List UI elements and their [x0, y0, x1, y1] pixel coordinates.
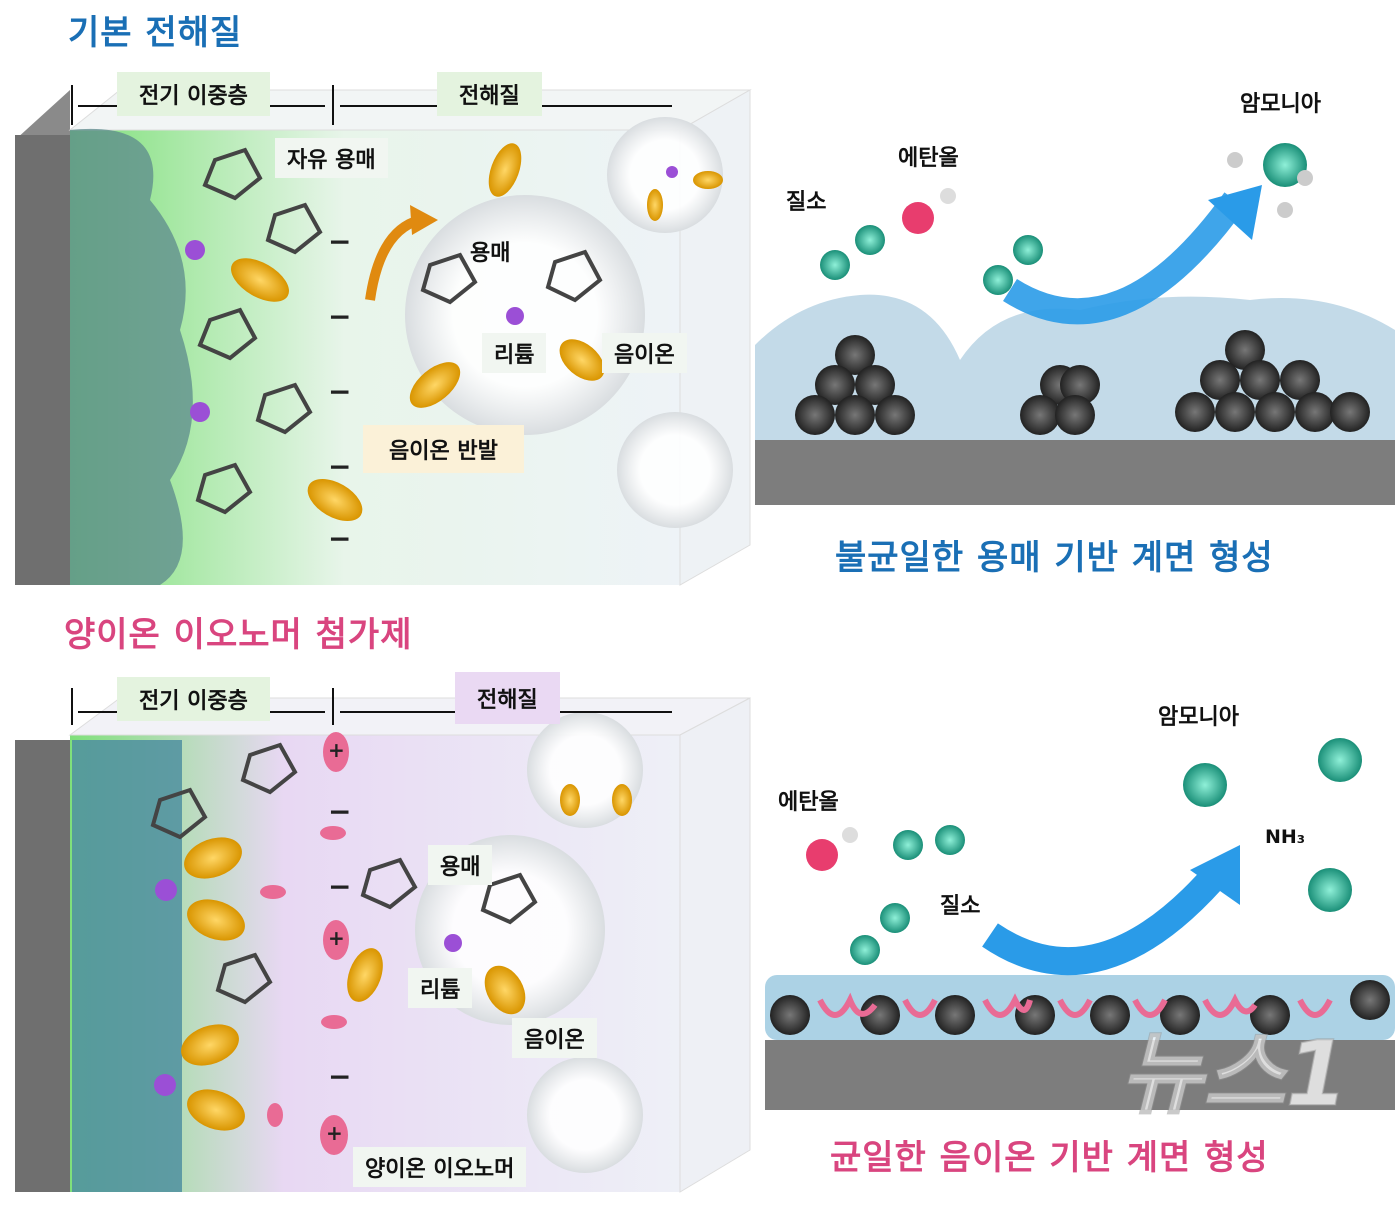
charge: +	[328, 926, 345, 950]
bottom-ions	[154, 732, 632, 1155]
charge: −	[328, 375, 352, 408]
top-electrolyte-label: 전해질	[437, 72, 542, 116]
ionomer-label: 양이온 이오노머	[353, 1147, 527, 1187]
charge: −	[328, 870, 352, 903]
edl-anion-layer	[72, 740, 182, 1192]
top-ethanol-label: 에탄올	[898, 146, 959, 171]
free-solvent-label: 자유 용매	[275, 138, 388, 178]
charge: −	[328, 225, 352, 258]
top-ions	[185, 143, 723, 522]
bottom-nitrogen-label: 질소	[940, 894, 981, 919]
anion-repulsion-label: 음이온 반발	[363, 425, 524, 473]
bottom-caption: 균일한 음이온 기반 계면 형성	[830, 1138, 1269, 1178]
charge: −	[328, 300, 352, 333]
watermark-logo: 뉴스1	[1119, 1022, 1349, 1127]
bottom-title: 양이온 이오노머 첨가제	[64, 615, 413, 655]
top-solvent-label: 용매	[470, 241, 511, 266]
charge: +	[328, 738, 345, 762]
bottom-interface-scene	[765, 738, 1395, 1110]
top-anion-label: 음이온	[602, 333, 687, 373]
bottom-edl-label: 전기 이중층	[117, 677, 270, 721]
charge: −	[328, 522, 352, 555]
bottom-electrolyte-box	[15, 697, 751, 1193]
nh3-label: NH₃	[1265, 826, 1306, 848]
bottom-solvent-label: 용매	[428, 845, 493, 885]
top-ammonia-label: 암모니아	[1240, 92, 1321, 117]
bottom-solvent-molecules	[150, 742, 538, 1005]
charge: −	[328, 450, 352, 483]
bottom-anion-label: 음이온	[512, 1018, 597, 1058]
bottom-electrolyte-label: 전해질	[455, 672, 560, 724]
top-edl-label: 전기 이중층	[117, 72, 270, 116]
top-interface-scene	[755, 143, 1395, 505]
charge: −	[328, 795, 352, 828]
charge: +	[326, 1121, 343, 1145]
top-solvent-molecules	[195, 147, 603, 515]
charge: −	[328, 1060, 352, 1093]
top-title: 기본 전해질	[68, 13, 243, 53]
edl-solvent-layer	[70, 128, 193, 585]
bottom-ethanol-label: 에탄올	[778, 790, 839, 815]
top-lithium-label: 리튬	[482, 333, 547, 373]
bottom-lithium-label: 리튬	[408, 968, 473, 1008]
top-nitrogen-label: 질소	[786, 190, 827, 215]
bottom-ammonia-label: 암모니아	[1158, 705, 1239, 730]
top-caption: 불균일한 용매 기반 계면 형성	[835, 538, 1274, 578]
top-electrolyte-box	[15, 89, 752, 586]
